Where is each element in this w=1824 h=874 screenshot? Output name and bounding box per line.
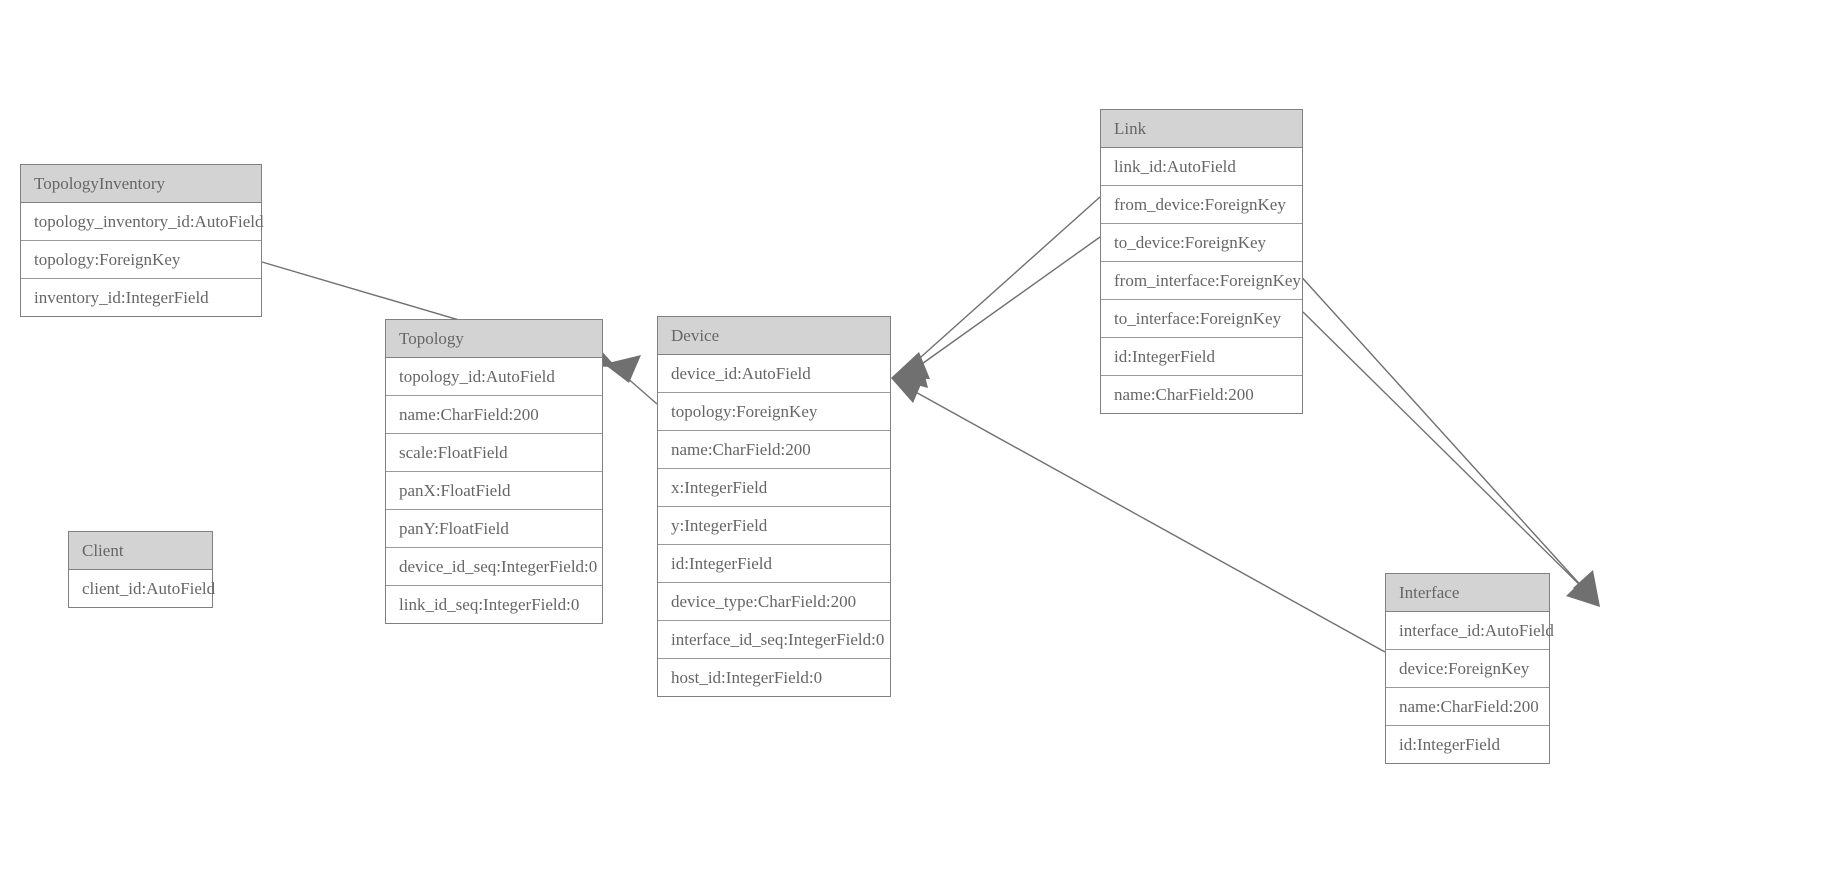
entity-topology-inventory[interactable]: TopologyInventory topology_inventory_id:… bbox=[20, 164, 264, 317]
entity-field-topology-fk: topology:ForeignKey bbox=[21, 240, 261, 278]
entity-field-link-to-device: to_device:ForeignKey bbox=[1101, 223, 1302, 261]
entity-field-link-id-int: id:IntegerField bbox=[1101, 337, 1302, 375]
entity-interface[interactable]: Interface interface_id:AutoField device:… bbox=[1385, 573, 1554, 764]
entity-title-device: Device bbox=[658, 317, 890, 355]
edge-link-to-interface-to-interface bbox=[1302, 311, 1600, 607]
entity-field-topology-inventory-id: topology_inventory_id:AutoField bbox=[21, 203, 264, 240]
edge-link-to-device-to-device bbox=[891, 236, 1101, 388]
entity-field-link-to-interface: to_interface:ForeignKey bbox=[1101, 299, 1302, 337]
entity-title-link: Link bbox=[1101, 110, 1302, 148]
entity-field-device-id-int: id:IntegerField bbox=[658, 544, 890, 582]
entity-field-interface-id-int: id:IntegerField bbox=[1386, 725, 1549, 763]
entity-device[interactable]: Device device_id:AutoField topology:Fore… bbox=[657, 316, 891, 697]
edge-device-to-topology bbox=[604, 355, 658, 405]
edge-link-from-interface-to-interface bbox=[1296, 271, 1600, 607]
entity-title-topology-inventory: TopologyInventory bbox=[21, 165, 261, 203]
entity-field-device-type: device_type:CharField:200 bbox=[658, 582, 890, 620]
entity-field-link-name: name:CharField:200 bbox=[1101, 375, 1302, 413]
entity-field-link-from-device: from_device:ForeignKey bbox=[1101, 185, 1302, 223]
entity-title-interface: Interface bbox=[1386, 574, 1549, 612]
entity-field-topology-scale: scale:FloatField bbox=[386, 433, 602, 471]
entity-field-topology-id: topology_id:AutoField bbox=[386, 358, 602, 395]
entity-field-link-id: link_id:AutoField bbox=[1101, 148, 1302, 185]
entity-field-topology-name: name:CharField:200 bbox=[386, 395, 602, 433]
entity-field-device-y: y:IntegerField bbox=[658, 506, 890, 544]
entity-field-device-host-id: host_id:IntegerField:0 bbox=[658, 658, 890, 696]
entity-field-device-name: name:CharField:200 bbox=[658, 430, 890, 468]
entity-client[interactable]: Client client_id:AutoField bbox=[68, 531, 215, 608]
entity-topology[interactable]: Topology topology_id:AutoField name:Char… bbox=[385, 319, 603, 624]
entity-title-client: Client bbox=[69, 532, 212, 570]
entity-field-device-topology-fk: topology:ForeignKey bbox=[658, 392, 890, 430]
entity-field-client-id: client_id:AutoField bbox=[69, 570, 215, 607]
entity-field-interface-device-fk: device:ForeignKey bbox=[1386, 649, 1549, 687]
entity-field-device-id: device_id:AutoField bbox=[658, 355, 890, 392]
entity-field-interface-id: interface_id:AutoField bbox=[1386, 612, 1554, 649]
entity-field-device-x: x:IntegerField bbox=[658, 468, 890, 506]
entity-link[interactable]: Link link_id:AutoField from_device:Forei… bbox=[1100, 109, 1303, 414]
entity-field-topology-pany: panY:FloatField bbox=[386, 509, 602, 547]
entity-field-device-interface-id-seq: interface_id_seq:IntegerField:0 bbox=[658, 620, 890, 658]
entity-field-topology-link-id-seq: link_id_seq:IntegerField:0 bbox=[386, 585, 602, 623]
entity-field-inventory-id: inventory_id:IntegerField bbox=[21, 278, 261, 316]
entity-field-topology-device-id-seq: device_id_seq:IntegerField:0 bbox=[386, 547, 602, 585]
edge-interface-device-to-device bbox=[891, 375, 1386, 653]
entity-field-link-from-interface: from_interface:ForeignKey bbox=[1101, 261, 1302, 299]
entity-field-topology-panx: panX:FloatField bbox=[386, 471, 602, 509]
edge-link-from-device-to-device bbox=[891, 196, 1101, 379]
entity-title-topology: Topology bbox=[386, 320, 602, 358]
entity-field-interface-name: name:CharField:200 bbox=[1386, 687, 1549, 725]
